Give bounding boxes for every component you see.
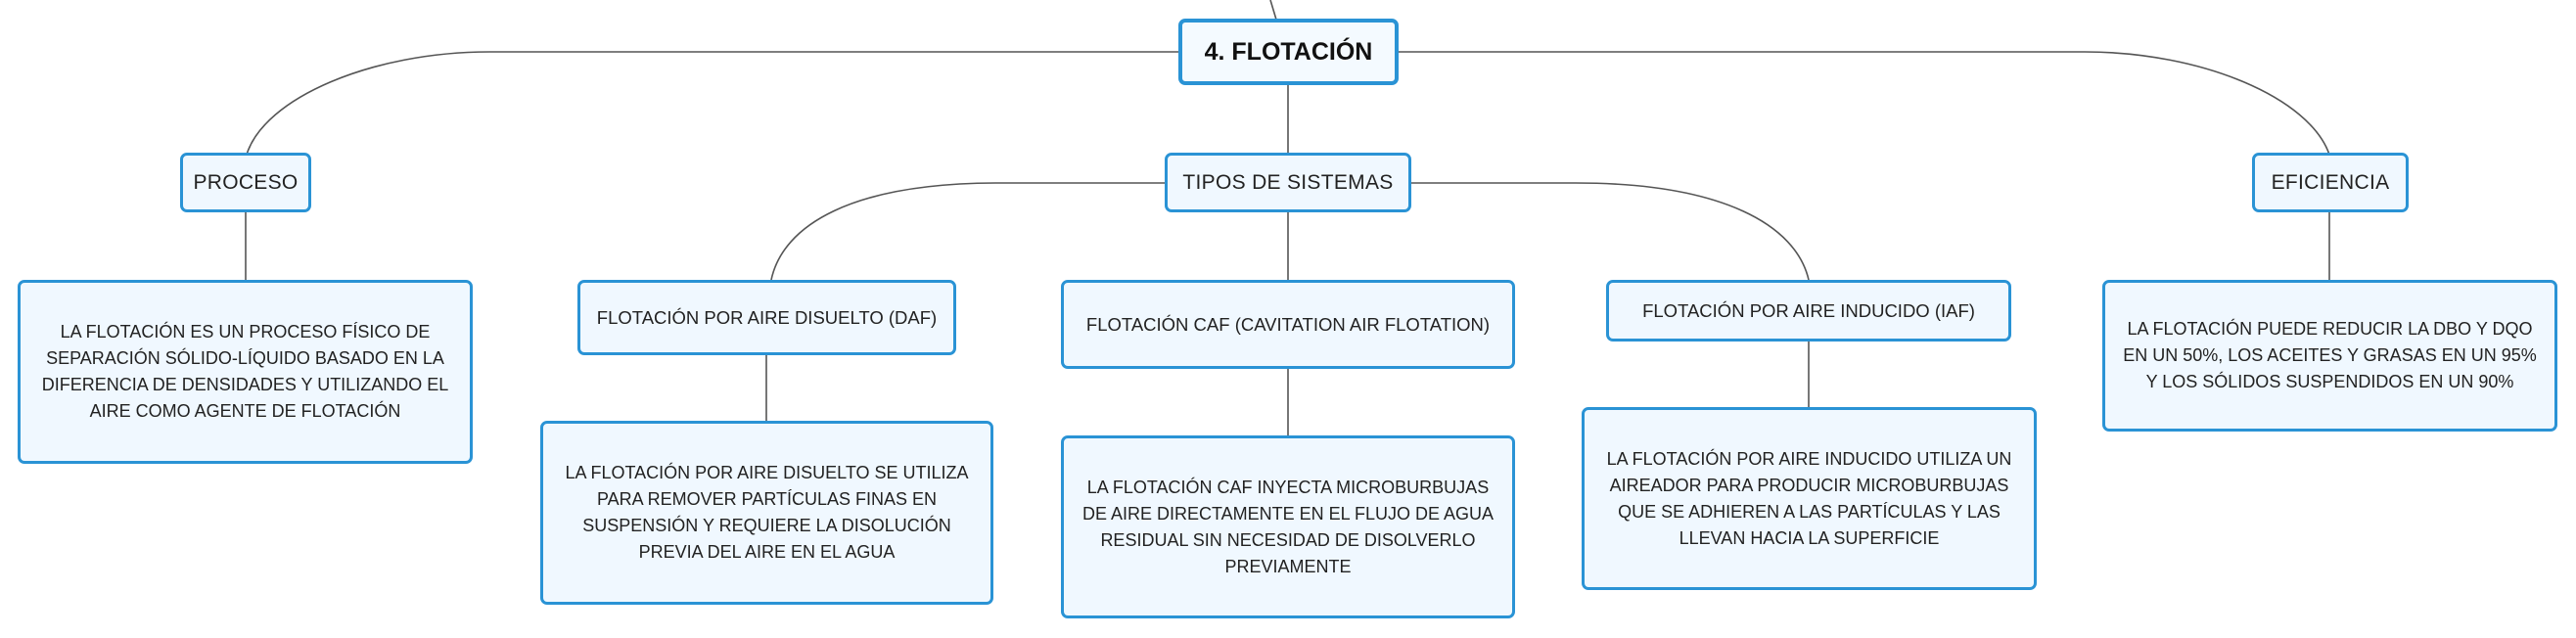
proceso-detail[interactable]: LA FLOTACIÓN ES UN PROCESO FÍSICO DE SEP…	[18, 280, 473, 464]
system-iaf[interactable]: FLOTACIÓN POR AIRE INDUCIDO (IAF)	[1606, 280, 2011, 342]
system-caf-detail[interactable]: LA FLOTACIÓN CAF INYECTA MICROBURBUJAS D…	[1061, 435, 1515, 618]
eficiencia-detail[interactable]: LA FLOTACIÓN PUEDE REDUCIR LA DBO Y DQO …	[2102, 280, 2557, 432]
system-daf-detail-text: LA FLOTACIÓN POR AIRE DISUELTO SE UTILIZ…	[565, 463, 969, 562]
system-iaf-detail-text: LA FLOTACIÓN POR AIRE INDUCIDO UTILIZA U…	[1606, 448, 2012, 548]
system-iaf-label: FLOTACIÓN POR AIRE INDUCIDO (IAF)	[1642, 299, 1975, 321]
connector-root-proceso	[246, 51, 1178, 156]
eficiencia-detail-text: LA FLOTACIÓN PUEDE REDUCIR LA DBO Y DQO …	[2123, 319, 2537, 391]
connector-tipos-iaf	[1410, 182, 1810, 281]
system-daf[interactable]: FLOTACIÓN POR AIRE DISUELTO (DAF)	[577, 280, 956, 355]
topic-tipos-de-sistemas[interactable]: TIPOS DE SISTEMAS	[1165, 153, 1411, 212]
root-node[interactable]: 4. FLOTACIÓN	[1178, 19, 1399, 85]
system-caf-detail-text: LA FLOTACIÓN CAF INYECTA MICROBURBUJAS D…	[1081, 477, 1495, 576]
root-label: 4. FLOTACIÓN	[1204, 37, 1373, 66]
system-iaf-detail[interactable]: LA FLOTACIÓN POR AIRE INDUCIDO UTILIZA U…	[1582, 407, 2037, 590]
connector-tipos-daf	[770, 182, 1165, 281]
system-daf-label: FLOTACIÓN POR AIRE DISUELTO (DAF)	[596, 306, 938, 328]
connector-parent-root	[1269, 0, 1277, 21]
topic-proceso-label: PROCESO	[193, 170, 299, 194]
system-caf-label: FLOTACIÓN CAF (CAVITATION AIR FLOTATION)	[1085, 313, 1491, 335]
topic-tipos-label: TIPOS DE SISTEMAS	[1182, 170, 1394, 194]
topic-eficiencia-label: EFICIENCIA	[2271, 170, 2390, 194]
topic-eficiencia[interactable]: EFICIENCIA	[2252, 153, 2409, 212]
topic-proceso[interactable]: PROCESO	[180, 153, 311, 212]
system-caf[interactable]: FLOTACIÓN CAF (CAVITATION AIR FLOTATION)	[1061, 280, 1515, 369]
connector-root-eficiencia	[1398, 51, 2330, 156]
proceso-detail-text: LA FLOTACIÓN ES UN PROCESO FÍSICO DE SEP…	[41, 322, 449, 421]
system-daf-detail[interactable]: LA FLOTACIÓN POR AIRE DISUELTO SE UTILIZ…	[540, 421, 993, 605]
